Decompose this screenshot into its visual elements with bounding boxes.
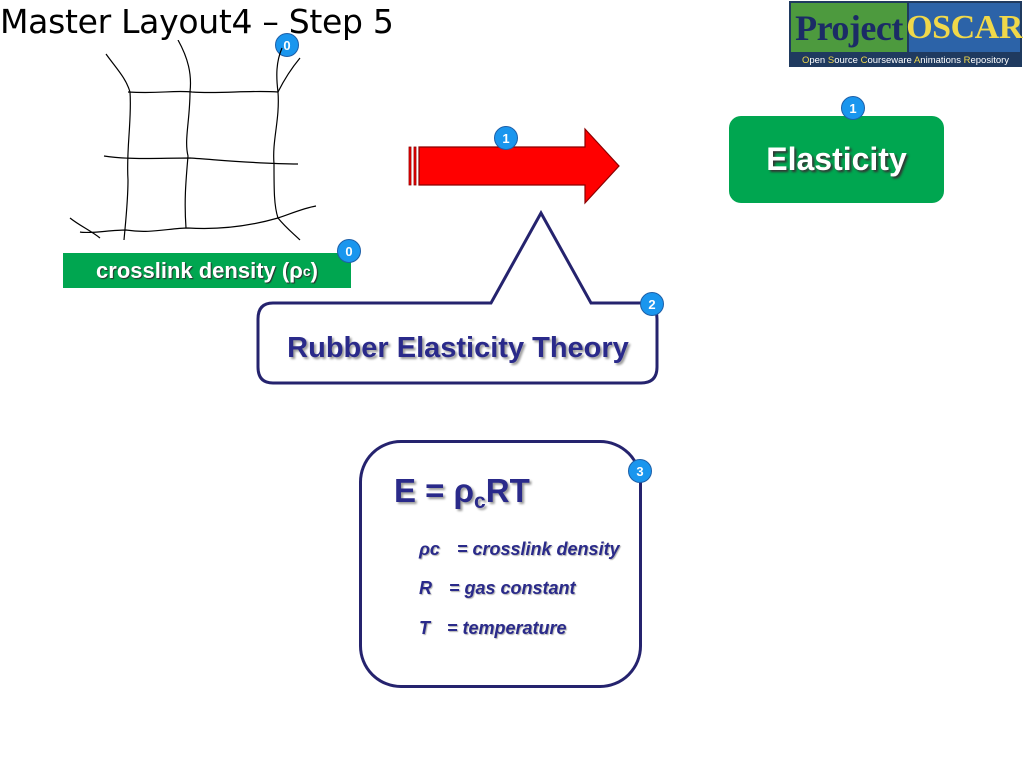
step-badge-formula: 3 — [628, 459, 652, 483]
right-arrow-icon — [408, 127, 620, 205]
step-badge-crosslink: 0 — [337, 239, 361, 263]
logo-project-text: Project — [791, 3, 907, 52]
elasticity-equation: E = ρcRT — [394, 472, 530, 513]
step-badge-title: 0 — [275, 33, 299, 57]
polymer-network-sketch — [69, 40, 317, 241]
definition-rho: ρc= crosslink density — [419, 539, 620, 559]
definition-r: R= gas constant — [419, 578, 576, 598]
logo-oscar-text: OSCAR — [906, 3, 1023, 52]
definition-t: T= temperature — [419, 618, 567, 638]
step-badge-elasticity: 1 — [841, 96, 865, 120]
page-title: Master Layout4 – Step 5 — [0, 2, 394, 41]
formula-box — [359, 440, 642, 688]
step-badge-arrow: 1 — [494, 126, 518, 150]
project-oscar-logo: Project OSCAR Open Source Courseware Ani… — [789, 1, 1023, 67]
step-badge-callout: 2 — [640, 292, 664, 316]
callout-title: Rubber Elasticity Theory — [287, 332, 629, 364]
logo-subtitle: Open Source Courseware Animations Reposi… — [789, 54, 1022, 67]
elasticity-box: Elasticity — [729, 116, 944, 203]
